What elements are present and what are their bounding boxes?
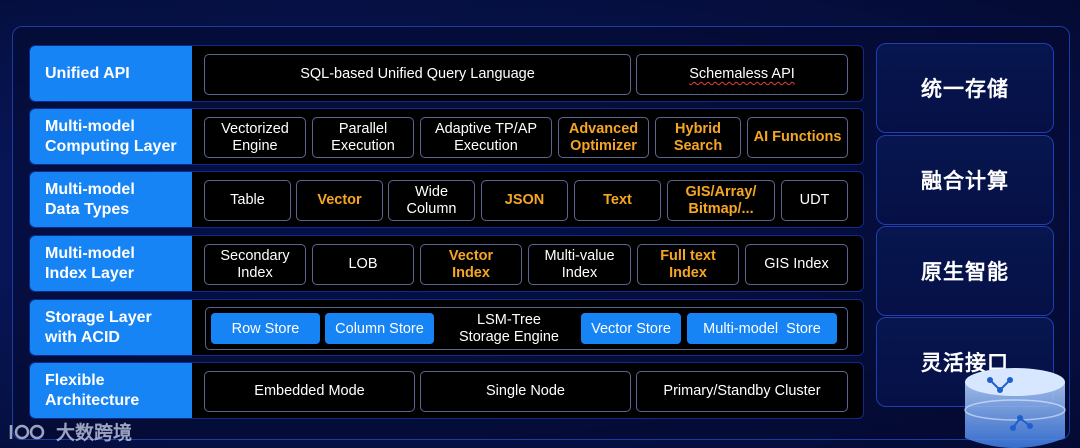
watermark: 大数跨境 xyxy=(8,418,132,445)
layer-cells: Table Vector Wide Column JSON Text GIS/A… xyxy=(192,172,863,227)
cell-table: Table xyxy=(204,180,291,221)
watermark-text: 大数跨境 xyxy=(56,422,133,444)
layer-unified-api: Unified API SQL-based Unified Query Lang… xyxy=(29,45,864,102)
layer-label: Unified API xyxy=(30,46,192,101)
layer-cells: Embedded Mode Single Node Primary/Standb… xyxy=(192,363,863,418)
cell-single-node: Single Node xyxy=(420,371,631,412)
cell-lsm-tree-engine: LSM-Tree Storage Engine xyxy=(459,311,559,345)
layer-label: Multi-model Data Types xyxy=(30,172,192,227)
cell-full-text-index: Full text Index xyxy=(637,244,739,285)
cell-ai-functions: AI Functions xyxy=(747,117,848,158)
cell-schemaless-api-text: Schemaless API xyxy=(689,66,795,82)
cell-hybrid-search: Hybrid Search xyxy=(655,117,741,158)
layer-cells: SQL-based Unified Query Language Schemal… xyxy=(192,46,863,101)
cell-wide-column: Wide Column xyxy=(388,180,475,221)
cell-vectorized-engine: Vectorized Engine xyxy=(204,117,306,158)
layer-cells: Secondary Index LOB Vector Index Multi-v… xyxy=(192,236,863,291)
layer-label: Storage Layer with ACID xyxy=(30,300,192,355)
layer-label: Flexible Architecture xyxy=(30,363,192,418)
layer-data-types: Multi-model Data Types Table Vector Wide… xyxy=(29,171,864,228)
cell-gis-array-bitmap: GIS/Array/ Bitmap/... xyxy=(667,180,775,221)
layer-storage: Storage Layer with ACID Row Store Column… xyxy=(29,299,864,356)
cell-multi-model-store: Multi-model Store xyxy=(687,313,837,344)
side-card-native-intelligence: 原生智能 xyxy=(876,226,1054,316)
layer-architecture: Flexible Architecture Embedded Mode Sing… xyxy=(29,362,864,419)
cell-advanced-optimizer: Advanced Optimizer xyxy=(558,117,649,158)
cell-vector: Vector xyxy=(296,180,383,221)
layer-label: Multi-model Index Layer xyxy=(30,236,192,291)
cell-json: JSON xyxy=(481,180,568,221)
layer-cells: Row Store Column Store LSM-Tree Storage … xyxy=(192,300,863,355)
cell-multi-value-index: Multi-value Index xyxy=(528,244,631,285)
cell-parallel-execution: Parallel Execution xyxy=(312,117,414,158)
layer-cells: Vectorized Engine Parallel Execution Ada… xyxy=(192,109,863,164)
database-icon xyxy=(964,368,1066,448)
cell-sql-query-language: SQL-based Unified Query Language xyxy=(204,54,631,95)
layer-index: Multi-model Index Layer Secondary Index … xyxy=(29,235,864,292)
storage-engine-box: Row Store Column Store LSM-Tree Storage … xyxy=(205,307,848,350)
layer-computing: Multi-model Computing Layer Vectorized E… xyxy=(29,108,864,165)
cell-text: Text xyxy=(574,180,661,221)
cell-embedded-mode: Embedded Mode xyxy=(204,371,415,412)
cell-column-store: Column Store xyxy=(325,313,434,344)
cell-udt: UDT xyxy=(781,180,848,221)
cell-vector-store: Vector Store xyxy=(581,313,681,344)
side-card-unified-storage: 统一存储 xyxy=(876,43,1054,133)
cell-row-store: Row Store xyxy=(211,313,320,344)
cell-lob: LOB xyxy=(312,244,414,285)
cell-adaptive-execution: Adaptive TP/AP Execution xyxy=(420,117,552,158)
layer-label: Multi-model Computing Layer xyxy=(30,109,192,164)
cell-gis-index: GIS Index xyxy=(745,244,848,285)
cell-schemaless-api: Schemaless API xyxy=(636,54,848,95)
side-card-converged-computing: 融合计算 xyxy=(876,135,1054,225)
brand-logo-icon xyxy=(9,424,45,439)
cell-secondary-index: Secondary Index xyxy=(204,244,306,285)
cell-primary-standby-cluster: Primary/Standby Cluster xyxy=(636,371,848,412)
cell-vector-index: Vector Index xyxy=(420,244,522,285)
